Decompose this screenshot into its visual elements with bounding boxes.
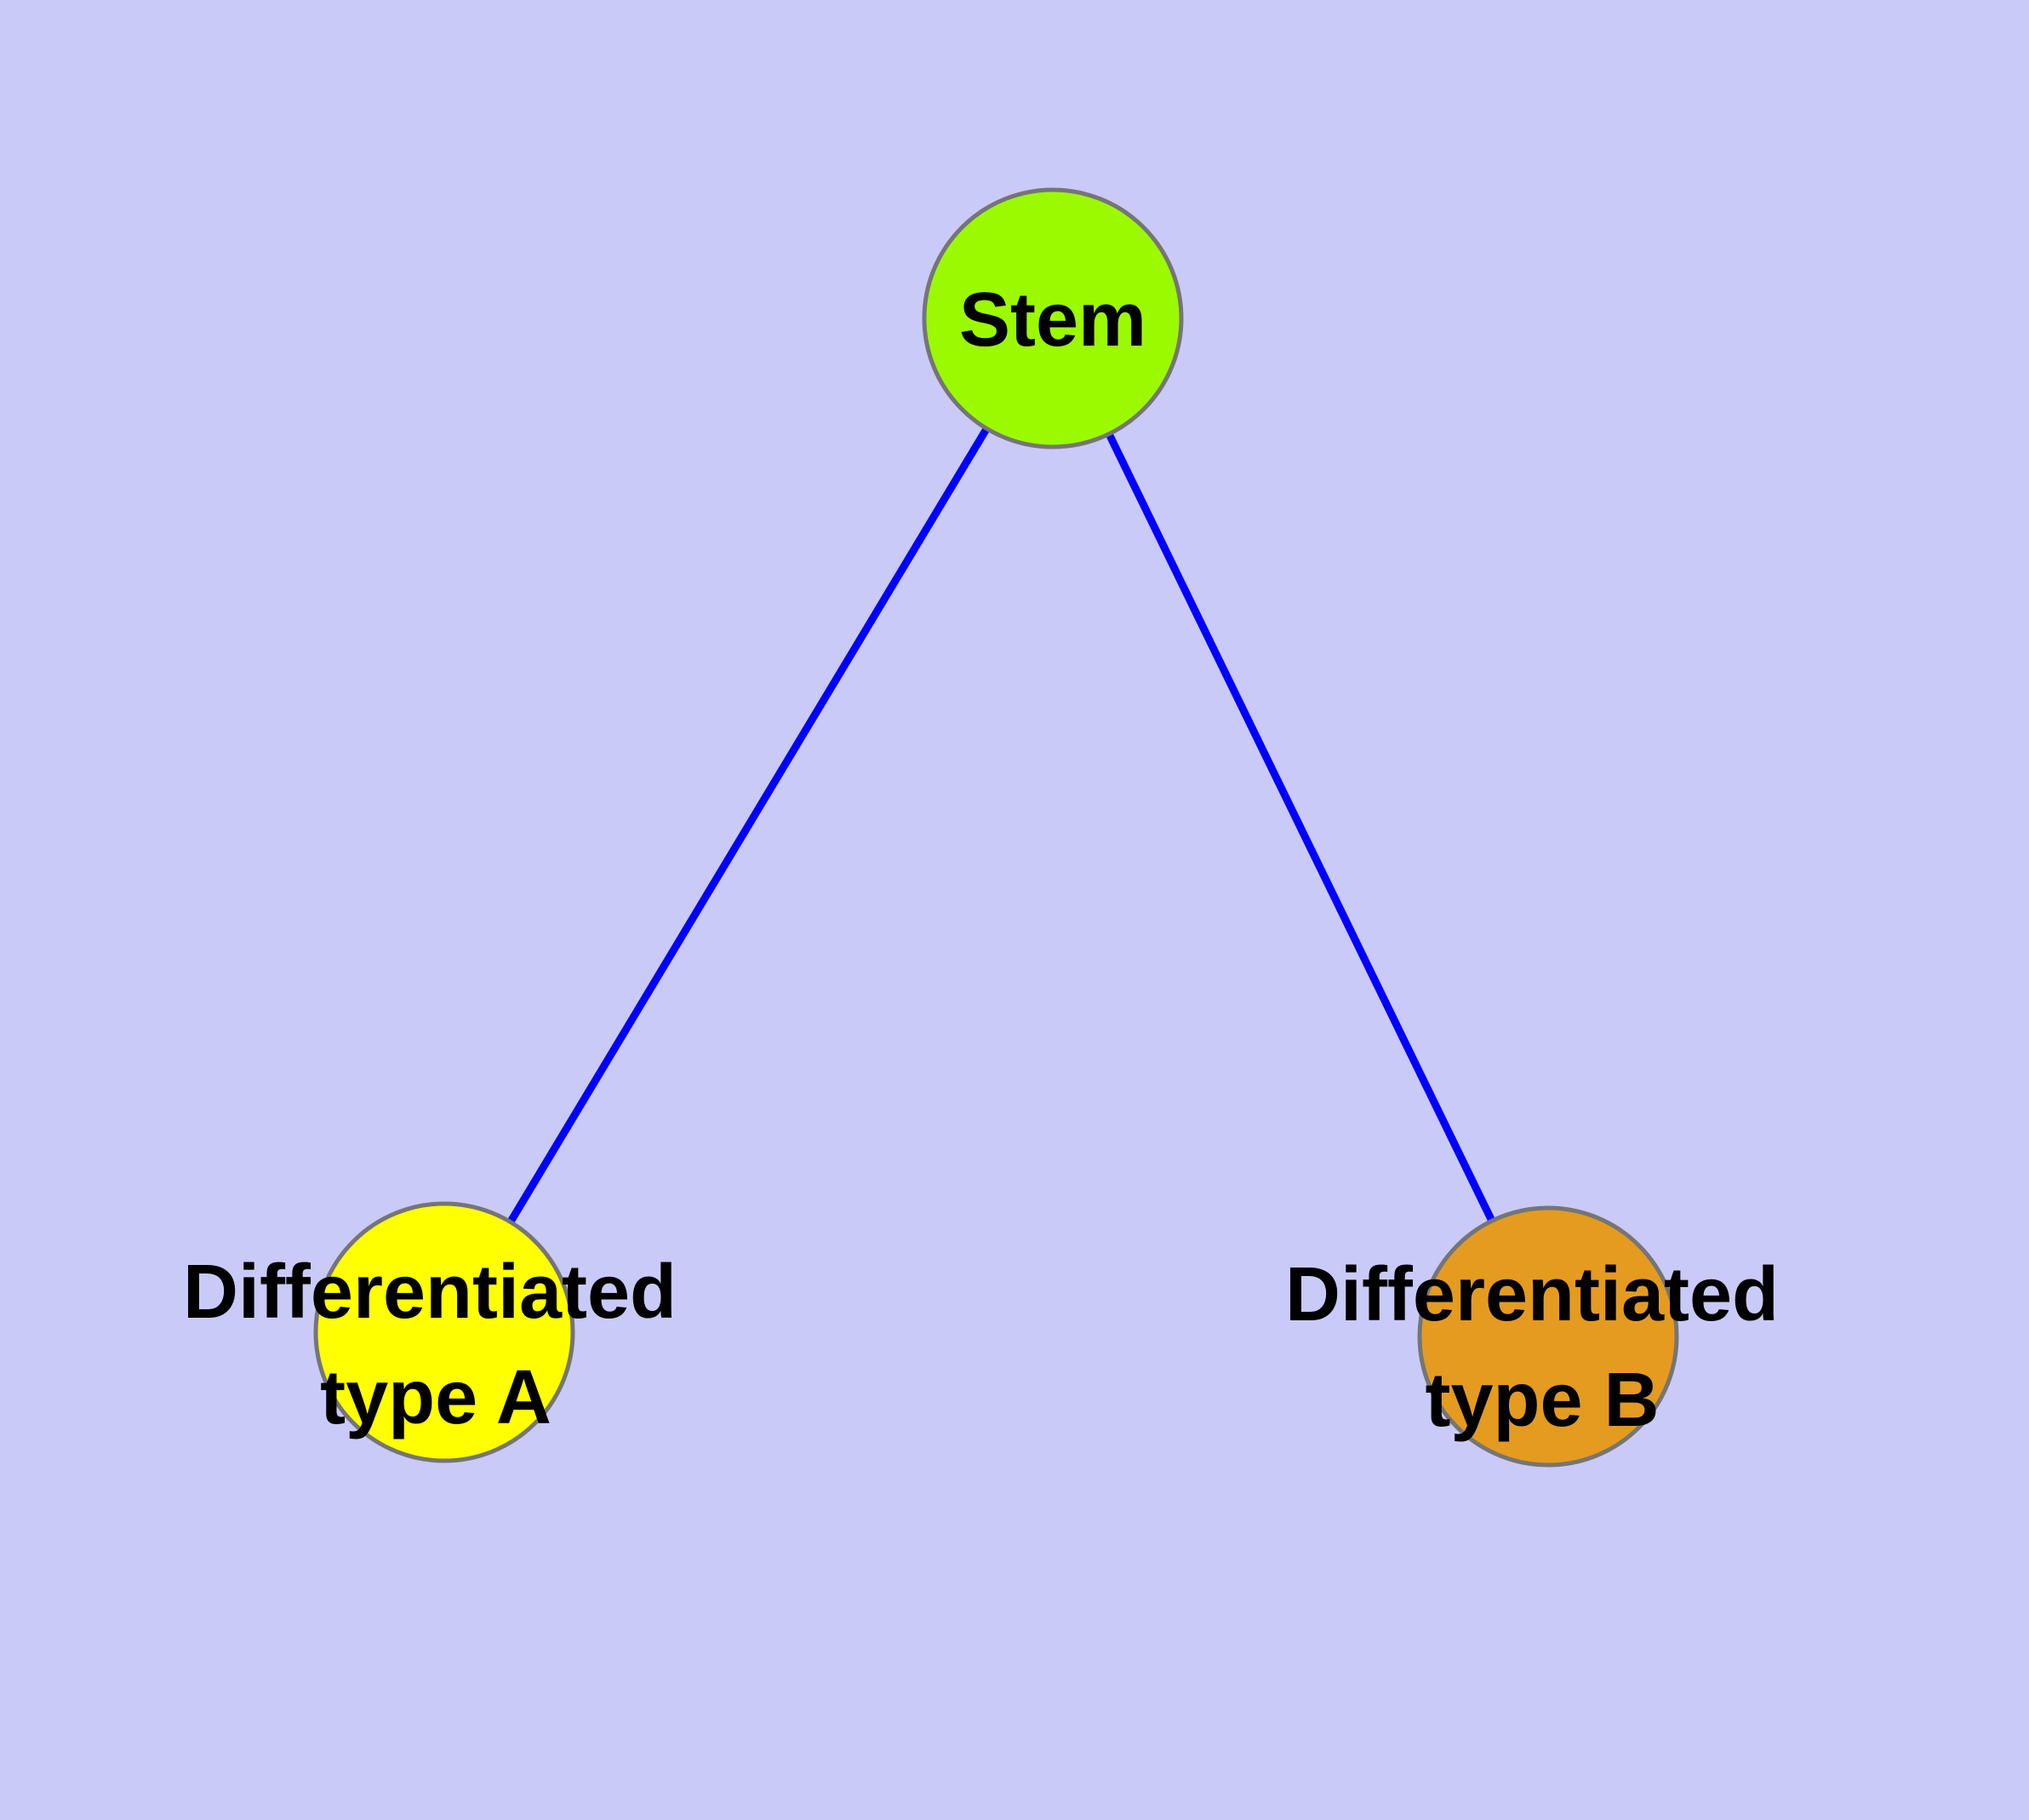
node-type-a: Differentiated type A <box>183 1201 677 1463</box>
node-stem-label: Stem <box>959 278 1146 363</box>
node-stem: Stem <box>922 187 1184 449</box>
edge-stem-to-type-a <box>441 316 1056 1335</box>
edge-stem-to-type-b <box>1049 317 1552 1338</box>
node-type-a-circle <box>313 1201 575 1463</box>
node-type-b-label-line2: type B <box>1425 1358 1659 1443</box>
node-type-b-circle <box>1417 1205 1679 1468</box>
node-type-b: Differentiated type B <box>1285 1205 1779 1468</box>
node-type-a-label-line2: type A <box>320 1355 552 1440</box>
node-type-b-label-line1: Differentiated <box>1285 1252 1779 1337</box>
node-type-a-label-line1: Differentiated <box>183 1250 677 1335</box>
node-stem-circle <box>922 187 1184 449</box>
